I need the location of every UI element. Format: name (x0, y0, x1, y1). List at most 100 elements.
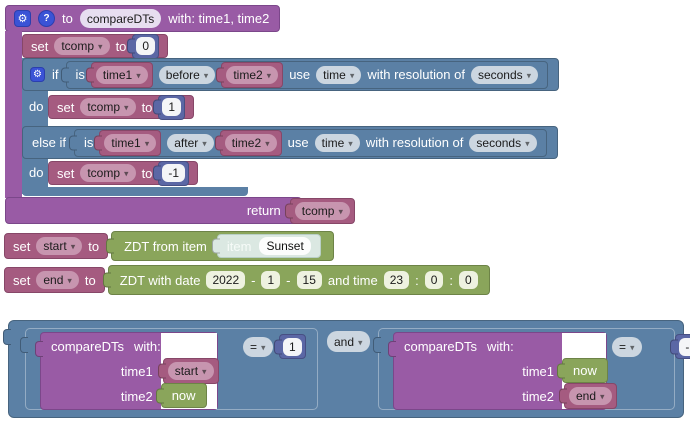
function-definition-return-row[interactable]: return tcomp ▾ (5, 197, 355, 224)
variable-dropdown-end[interactable]: end ▾ (36, 271, 79, 289)
use-label: use (287, 135, 309, 150)
item-block[interactable]: item Sunset (216, 234, 321, 258)
help-icon[interactable]: ? (38, 10, 55, 27)
variable-dropdown-start[interactable]: start ▾ (167, 361, 214, 380)
zdt-now-block[interactable]: now (562, 358, 608, 383)
variable-getter-tcomp[interactable]: tcomp ▾ (289, 197, 355, 224)
datetime-compare-block[interactable]: is time1 ▾ after ▾ time2 ▾ use time ▾ (73, 128, 547, 157)
time-unit-dropdown[interactable]: time ▾ (316, 65, 362, 84)
variable-dropdown-time1[interactable]: time1 ▾ (104, 133, 157, 152)
equals-op-dropdown[interactable]: = ▾ (612, 337, 642, 357)
second-field[interactable]: 0 (459, 271, 478, 289)
set-label: set (57, 165, 75, 181)
call-name-label: compareDTs (51, 338, 124, 354)
number-block-1[interactable]: 1 (279, 334, 306, 359)
variable-getter-time1[interactable]: time1 ▾ (90, 61, 153, 88)
number-block-neg1[interactable]: -1 (675, 334, 690, 359)
zdt-with-date-block[interactable]: ZDT with date 2022 - 1 - 15 and time 23 … (107, 265, 490, 295)
to-label: to (62, 11, 73, 26)
resolution-dropdown[interactable]: seconds ▾ (469, 133, 537, 152)
set-variable-block-tcomp-0[interactable]: set tcomp ▾ to 0 (22, 33, 169, 59)
resolution-dropdown[interactable]: seconds ▾ (470, 65, 539, 84)
call-input-sockets: start ▾ now (160, 333, 219, 409)
zdt-from-item-label: ZDT from item (124, 238, 207, 254)
zdt-now-block[interactable]: now (160, 383, 207, 408)
if-block-footer[interactable] (22, 187, 248, 196)
equals-op-dropdown[interactable]: = ▾ (243, 337, 273, 357)
call-with-label: with: (486, 338, 514, 354)
set-variable-block-tcomp-1[interactable]: set tcomp ▾ to 1 (48, 94, 195, 120)
dropdown-arrow-icon: ▾ (124, 102, 129, 113)
return-label: return (246, 203, 281, 218)
dropdown-arrow-icon: ▾ (136, 70, 141, 80)
row-set-end: set end ▾ to ZDT with date 2022 - 1 - 15… (4, 265, 490, 295)
variable-getter-time2[interactable]: time2 ▾ (221, 61, 284, 88)
field-label: time (321, 135, 345, 150)
field-label: time (323, 67, 346, 82)
if-block-header[interactable]: ⚙ if is time1 ▾ before ▾ time2 ▾ use (22, 58, 560, 91)
dropdown-arrow-icon: ▾ (600, 391, 605, 401)
function-name-field[interactable]: compareDTs (79, 9, 162, 28)
function-definition-spine[interactable] (5, 31, 22, 198)
month-field[interactable]: 1 (261, 271, 281, 289)
variable-dropdown-time2[interactable]: time2 ▾ (224, 133, 277, 152)
time-unit-dropdown[interactable]: time ▾ (314, 133, 360, 152)
number-field[interactable]: -1 (162, 164, 186, 182)
field-label: end (43, 273, 64, 287)
day-field[interactable]: 15 (296, 271, 322, 289)
compare-op-dropdown[interactable]: after ▾ (167, 133, 214, 152)
datetime-compare-block[interactable]: is time1 ▾ before ▾ time2 ▾ use time (65, 60, 549, 89)
arg-label-text: time2 (120, 389, 153, 404)
number-block-0[interactable]: 0 (132, 33, 160, 59)
resolution-label: with resolution of (365, 135, 464, 150)
variable-dropdown-tcomp[interactable]: tcomp ▾ (54, 37, 110, 55)
empty-socket[interactable] (562, 333, 606, 358)
do-label: do (29, 99, 44, 114)
dropdown-arrow-icon: ▾ (338, 206, 343, 216)
set-variable-block-end[interactable]: set end ▾ to (4, 267, 105, 293)
and-op-dropdown[interactable]: and ▾ (327, 331, 370, 352)
variable-dropdown-time1[interactable]: time1 ▾ (95, 65, 148, 84)
set-variable-block-start[interactable]: set start ▾ to (4, 233, 109, 259)
dropdown-arrow-icon: ▾ (70, 241, 76, 252)
mutator-gear-icon[interactable]: ⚙ (14, 10, 31, 27)
number-block-neg1[interactable]: -1 (158, 160, 190, 186)
is-label: is (83, 135, 94, 150)
zdt-from-item-block[interactable]: ZDT from item item Sunset (111, 231, 334, 261)
variable-getter-time1[interactable]: time1 ▾ (99, 129, 162, 156)
minute-field[interactable]: 0 (424, 271, 444, 289)
number-field[interactable]: 0 (136, 37, 156, 55)
arg-label-text: time2 (522, 389, 554, 404)
dropdown-arrow-icon: ▾ (630, 342, 635, 353)
set-variable-block-tcomp-neg1[interactable]: set tcomp ▾ to -1 (48, 160, 199, 186)
function-call-block-right[interactable]: compareDTs with: time1 time2 now end ▾ (388, 332, 617, 410)
empty-socket[interactable] (161, 333, 217, 358)
number-field[interactable]: 1 (283, 337, 302, 356)
hour-field[interactable]: 23 (383, 271, 410, 289)
number-block-1[interactable]: 1 (158, 94, 186, 120)
variable-dropdown-end[interactable]: end ▾ (569, 386, 612, 405)
item-name-field[interactable]: Sunset (259, 237, 311, 255)
number-field[interactable]: 1 (162, 98, 182, 116)
elseif-label: else if (32, 135, 66, 150)
variable-getter-end[interactable]: end ▾ (564, 382, 617, 409)
variable-dropdown-tcomp[interactable]: tcomp ▾ (294, 201, 350, 220)
number-field[interactable]: -1 (679, 337, 690, 356)
elseif-block-header[interactable]: else if is time1 ▾ after ▾ time2 ▾ use (22, 126, 558, 159)
year-field[interactable]: 2022 (206, 271, 246, 289)
variable-getter-start[interactable]: start ▾ (162, 357, 219, 384)
compare-op-dropdown[interactable]: before ▾ (158, 65, 216, 84)
dropdown-arrow-icon: ▾ (525, 138, 530, 148)
variable-dropdown-tcomp[interactable]: tcomp ▾ (80, 164, 136, 182)
function-definition-header[interactable]: ⚙ ? to compareDTs with: time1, time2 (5, 5, 281, 32)
variable-dropdown-tcomp[interactable]: tcomp ▾ (80, 98, 136, 116)
if-label: if (52, 67, 59, 82)
zdt-with-date-label: ZDT with date (119, 272, 201, 288)
variable-getter-time2[interactable]: time2 ▾ (219, 129, 282, 156)
if-mutator-gear-icon[interactable]: ⚙ (30, 67, 45, 82)
variable-dropdown-start[interactable]: start ▾ (36, 237, 83, 255)
variable-dropdown-time2[interactable]: time2 ▾ (226, 65, 279, 84)
call-arg-label-time1: time1 (404, 359, 562, 384)
function-call-block-left[interactable]: compareDTs with: time1 time2 start ▾ now (35, 332, 219, 410)
